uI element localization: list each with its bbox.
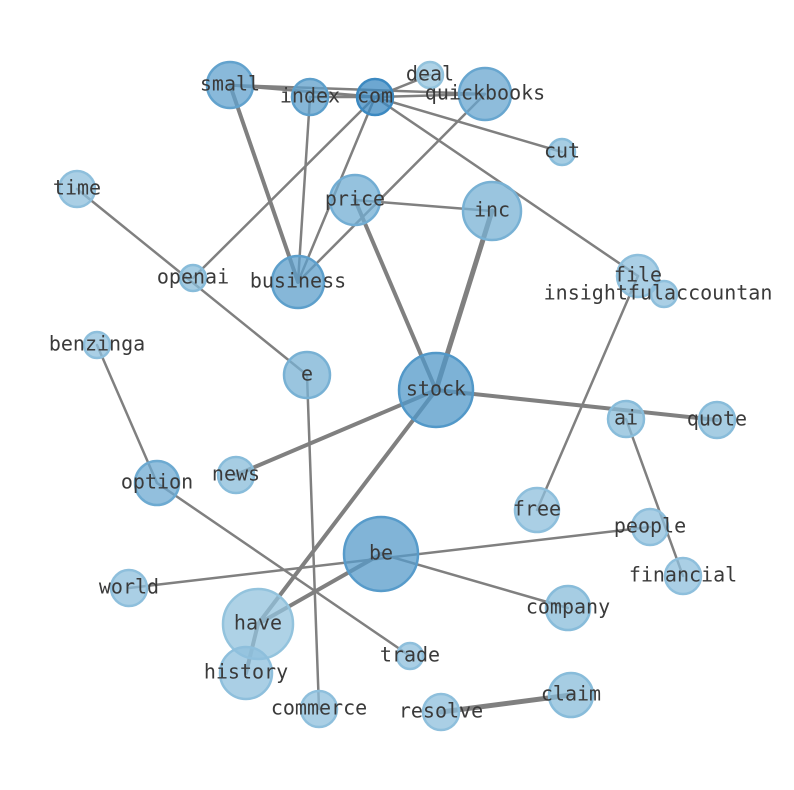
node-label-com: com [357,84,393,108]
node-label-have: have [234,611,282,635]
node-resolve [421,692,461,732]
node-label-time: time [53,176,101,200]
node-label-news: news [212,462,260,486]
edge-small-business [228,83,300,284]
edge-com-openai [191,95,377,280]
node-label-claim: claim [541,682,601,706]
node-label-stock: stock [406,377,466,401]
node-stock [397,351,475,429]
node-label-cut: cut [544,139,580,163]
node-label-openai: openai [157,265,229,289]
node-label-history: history [204,660,288,684]
node-label-quote: quote [687,407,747,431]
node-label-trade: trade [380,643,440,667]
node-label-file: file [614,263,662,287]
node-label-index: index [280,84,340,108]
node-trade [395,641,425,671]
node-label-resolve: resolve [399,699,483,723]
edge-file-free [535,274,640,512]
node-label-insightfulaccountant: insightfulaccountan [544,281,773,305]
node-claim [547,671,595,719]
edge-stock-quote [434,388,719,422]
edge-e-commerce [305,373,321,711]
node-label-price: price [325,187,385,211]
edge-ai-financial [624,417,685,578]
node-label-quickbooks: quickbooks [425,81,545,105]
node-financial [663,556,703,596]
node-deal [415,60,445,90]
node-be [342,515,420,593]
node-time [57,169,97,209]
node-ai [606,399,646,439]
node-inc [461,180,523,242]
edges-layer [75,73,719,715]
edge-com-cut [373,95,564,154]
node-index [290,77,330,117]
edge-stock-have [256,388,438,626]
node-history [218,645,274,701]
node-label-benzinga: benzinga [49,332,145,356]
edge-quickbooks-business [296,92,487,284]
node-option [133,459,181,507]
node-cut [547,137,577,167]
edge-benzinga-option [95,343,159,485]
node-free [513,486,561,534]
node-label-business: business [250,269,346,293]
node-company [544,584,592,632]
node-world [109,568,149,608]
node-label-people: people [614,514,686,538]
node-business [270,254,326,310]
node-com [355,77,395,117]
node-e [282,350,332,400]
node-label-deal: deal [406,62,454,86]
node-file [615,253,661,299]
nodes-layer [57,60,737,732]
node-quote [697,400,737,440]
node-benzinga [82,330,112,360]
node-label-e: e [301,362,313,386]
node-openai [178,263,208,293]
node-label-financial: financial [629,563,737,587]
node-news [216,455,256,495]
node-label-commerce: commerce [271,696,367,720]
node-people [630,507,670,547]
node-label-free: free [513,497,561,521]
node-quickbooks [457,66,513,122]
node-label-company: company [526,595,610,619]
node-label-option: option [121,470,193,494]
node-label-ai: ai [614,406,638,430]
node-label-world: world [99,575,159,599]
node-label-small: small [200,72,260,96]
node-label-inc: inc [474,198,510,222]
edge-index-business [296,95,312,284]
node-small [205,60,255,110]
node-commerce [299,689,339,729]
node-insightfulaccountant [649,279,679,309]
node-price [328,173,382,227]
node-label-be: be [369,541,393,565]
